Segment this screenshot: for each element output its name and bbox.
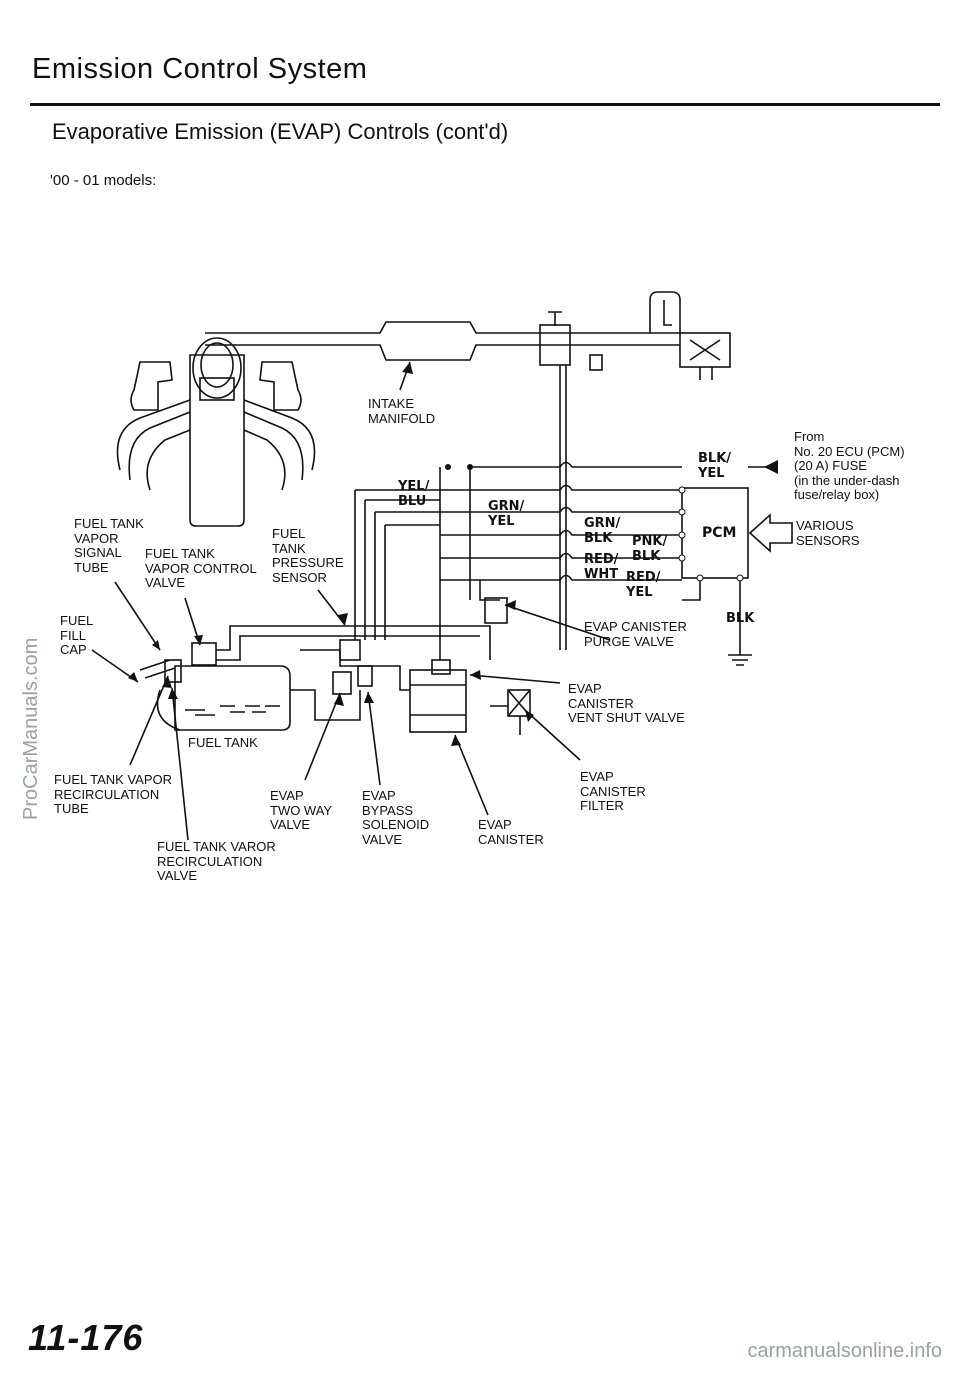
ground-symbol xyxy=(728,640,752,666)
label-evap-canister-purge-valve: EVAP CANISTER PURGE VALVE xyxy=(584,619,687,649)
fuel-tank xyxy=(174,665,291,731)
label-fuel-tank-vapor-signal-tube: FUEL TANK VAPOR SIGNAL TUBE xyxy=(74,516,144,575)
engine-left-head xyxy=(130,361,173,411)
label-fuel-tank-vapor-recirculation-tube: FUEL TANK VAPOR RECIRCULATION TUBE xyxy=(54,772,172,817)
canister-body xyxy=(409,669,467,733)
wire-yel-blu: YEL/ BLU xyxy=(398,479,430,509)
label-fuel-tank-vapor-control-valve: FUEL TANK VAPOR CONTROL VALVE xyxy=(145,546,257,591)
section-subtitle: Evaporative Emission (EVAP) Controls (co… xyxy=(52,119,509,144)
wire-red-yel: RED/ YEL xyxy=(626,570,661,600)
label-evap-bypass-solenoid-valve: EVAP BYPASS SOLENOID VALVE xyxy=(362,788,430,847)
label-evap-canister: EVAP CANISTER xyxy=(478,817,544,847)
title-rule xyxy=(30,103,940,106)
wire-grn-blk: GRN/ BLK xyxy=(584,516,621,546)
models-note: '00 - 01 models: xyxy=(50,172,157,189)
label-pcm: PCM xyxy=(702,525,737,541)
engine-left-runner xyxy=(116,399,191,471)
label-fuel-tank: FUEL TANK xyxy=(188,735,258,750)
wire-blk-yel: BLK/ YEL xyxy=(698,451,732,481)
wire-pnk-blk: PNK/ BLK xyxy=(632,534,668,564)
watermark-bottom: carmanualsonline.info xyxy=(747,1340,942,1362)
engine-right-runner xyxy=(243,399,316,471)
page-number: 11-176 xyxy=(28,1317,144,1358)
watermark-left: ProCarManuals.com xyxy=(20,637,42,820)
intake-tube xyxy=(205,321,680,334)
engine-outline xyxy=(189,354,245,527)
wire-grn-yel: GRN/ YEL xyxy=(488,499,525,529)
label-evap-two-way-valve: EVAP TWO WAY VALVE xyxy=(270,788,333,833)
engine-right-head xyxy=(259,361,302,411)
wire-red-wht: RED/ WHT xyxy=(584,552,619,582)
label-fuel-tank-pressure-sensor: FUEL TANK PRESSURE SENSOR xyxy=(272,526,344,585)
wire-blk: BLK xyxy=(726,611,755,626)
label-intake-manifold: INTAKE MANIFOLD xyxy=(368,396,436,426)
page-title: Emission Control System xyxy=(32,53,368,85)
label-evap-canister-filter: EVAP CANISTER FILTER xyxy=(580,769,646,814)
label-fuel-fill-cap: FUEL FILL CAP xyxy=(60,613,94,658)
label-various-sensors: VARIOUS SENSORS xyxy=(796,518,860,548)
label-from-fuse: From No. 20 ECU (PCM) (20 A) FUSE (in th… xyxy=(794,429,905,503)
label-fuel-tank-vapor-recirculation-valve: FUEL TANK VAROR RECIRCULATION VALVE xyxy=(157,839,276,884)
label-evap-canister-vent-shut-valve: EVAP CANISTER VENT SHUT VALVE xyxy=(568,681,685,726)
